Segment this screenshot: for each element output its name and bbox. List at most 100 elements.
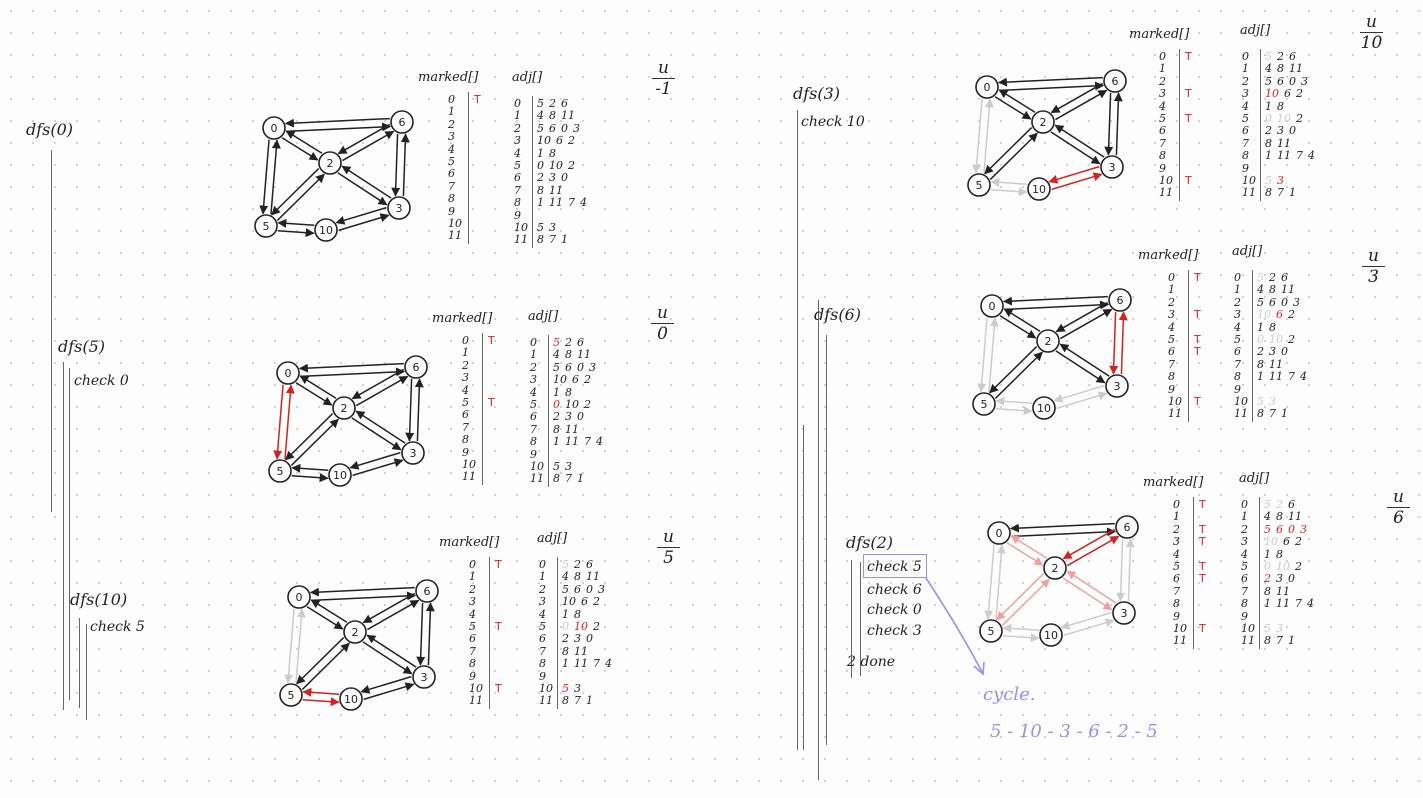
graph-edge-5-10: [1002, 623, 1040, 633]
graph-edge-0-5: [977, 317, 988, 393]
graph-node-3: 3: [387, 196, 411, 220]
graph-edge-0-2: [299, 375, 337, 399]
graph-edge-6-2: [362, 592, 415, 624]
call-rail: [79, 618, 80, 708]
call-rail: [797, 110, 798, 750]
call-rail: [851, 560, 852, 678]
call-rail: [860, 562, 861, 676]
graph-edge-0-2: [281, 137, 319, 161]
graph-edge-10-3: [352, 458, 404, 477]
adj-array-label: adj[]: [1232, 244, 1263, 259]
graph-edge-6-3: [1109, 311, 1119, 375]
graph-edge-2-5: [285, 413, 334, 461]
graph-node-0: 0: [980, 294, 1004, 318]
graph-node-6: 6: [1108, 288, 1132, 312]
call-dfs-10: dfs(10): [70, 590, 128, 609]
svg-text:5: 5: [988, 625, 995, 638]
graph-edge-5-10: [302, 697, 340, 707]
graph-node-10: 10: [1027, 177, 1051, 201]
graph-node-6: 6: [415, 579, 439, 603]
graph-edge-5-10: [990, 187, 1028, 197]
graph-edge-6-2: [1060, 308, 1113, 340]
graph-edge-2-3: [341, 165, 392, 199]
graph-edge-6-2: [1062, 528, 1115, 560]
check-0: check 0: [867, 602, 922, 618]
svg-text:2: 2: [341, 402, 348, 415]
graph-edge-5-10: [291, 473, 329, 483]
svg-text:6: 6: [424, 585, 431, 598]
adj-divider: [1252, 270, 1253, 422]
graph-edge-6-3: [1116, 538, 1126, 602]
call-dfs-5: dfs(5): [58, 337, 106, 356]
graph-edge-10-3: [349, 451, 401, 470]
graph-edge-0-2: [285, 130, 323, 154]
call-dfs-0: dfs(0): [26, 120, 74, 139]
svg-text:2: 2: [1052, 562, 1059, 575]
graph-node-3: 3: [1105, 374, 1129, 398]
svg-text:5: 5: [263, 220, 270, 233]
graph-edge-2-5: [276, 173, 325, 221]
svg-text:3: 3: [1121, 607, 1128, 620]
graph-edge-0-2: [999, 315, 1037, 339]
graph-edge-6-2: [1067, 535, 1120, 567]
svg-text:3: 3: [1109, 161, 1116, 174]
graph-edge-0-5: [284, 384, 295, 460]
call-rail: [69, 368, 70, 700]
adj-divider: [1260, 49, 1261, 201]
graph-edge-6-2: [337, 123, 390, 155]
graph-edge-0-2: [1006, 542, 1044, 566]
graph-edge-2-5: [996, 573, 1045, 621]
svg-text:0: 0: [984, 81, 991, 94]
svg-text:10: 10: [1037, 402, 1051, 415]
graph-edge-6-3: [391, 133, 401, 197]
graph-node-5: 5: [279, 683, 303, 707]
graph-node-5: 5: [268, 459, 292, 483]
graph-edge-0-2: [998, 89, 1036, 113]
graph-edge-0-6: [309, 586, 415, 597]
svg-text:6: 6: [1117, 294, 1124, 307]
graph-edge-0-5: [273, 384, 284, 460]
graph-edge-0-2: [306, 606, 344, 630]
graph-edge-0-5: [295, 608, 306, 684]
graph-node-3: 3: [412, 665, 436, 689]
graph-edge-0-6: [997, 76, 1103, 87]
adj-array-label: adj[]: [512, 70, 543, 85]
graph-edge-2-5: [1001, 578, 1050, 626]
graph-edge-6-3: [1104, 92, 1114, 156]
graph-edge-5-10: [277, 228, 315, 238]
marked-array-label: marked[]: [1138, 248, 1199, 263]
graph-edge-0-5: [259, 139, 270, 215]
graph-edge-10-3: [1053, 384, 1105, 403]
svg-text:6: 6: [1124, 521, 1131, 534]
graph-edge-5-10: [277, 218, 315, 228]
graph-edge-0-5: [984, 544, 995, 620]
graph-edge-0-6: [300, 367, 406, 378]
graph-edge-5-10: [990, 177, 1028, 187]
graph-edge-2-3: [1050, 131, 1101, 165]
graph-edge-5-10: [302, 687, 340, 697]
graph-edge-10-3: [360, 675, 412, 694]
current-vertex-u: u-1: [652, 58, 675, 99]
graph-node-0: 0: [987, 521, 1011, 545]
graph-node-5: 5: [972, 392, 996, 416]
graph-edge-0-6: [286, 122, 392, 133]
graph-edge-6-2: [1050, 82, 1103, 114]
call-dfs-2: dfs(2): [846, 533, 894, 552]
marked-array-label: marked[]: [418, 70, 479, 85]
svg-text:3: 3: [421, 671, 428, 684]
svg-text:0: 0: [989, 300, 996, 313]
graph-edge-2-3: [1059, 343, 1110, 377]
graph-edge-0-2: [994, 96, 1032, 120]
